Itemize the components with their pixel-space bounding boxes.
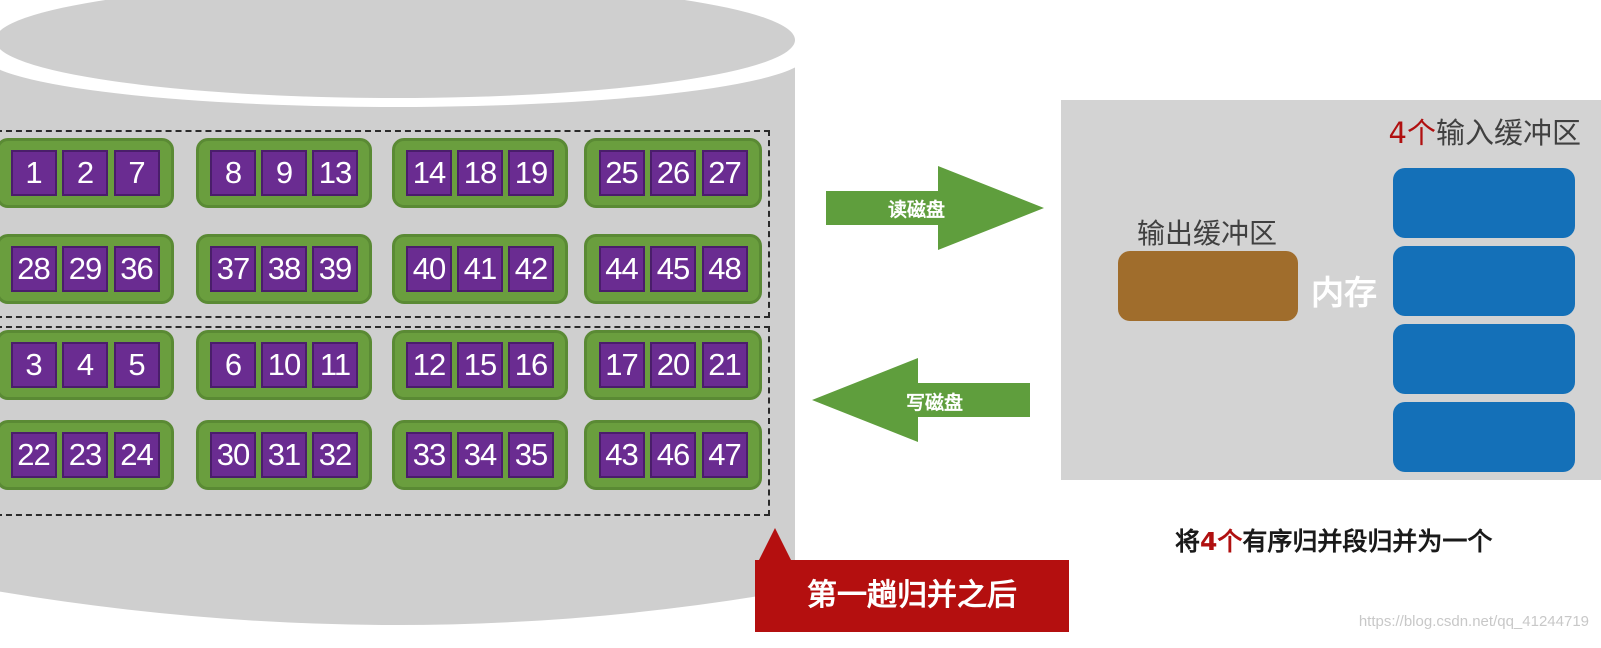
record-cell: 14	[406, 150, 452, 196]
record-cell: 7	[114, 150, 160, 196]
record-cell: 47	[702, 432, 748, 478]
record-cell: 35	[508, 432, 554, 478]
record-cell: 11	[312, 342, 358, 388]
record-cell: 4	[62, 342, 108, 388]
pass-callout: 第一趟归并之后	[755, 560, 1069, 632]
record-cell: 13	[312, 150, 358, 196]
record-cell: 46	[650, 432, 696, 478]
read-disk-label: 读磁盘	[888, 195, 945, 222]
record-cell: 19	[508, 150, 554, 196]
input-buffer-label: 输入缓冲区	[1436, 116, 1581, 150]
watermark: https://blog.csdn.net/qq_41244719	[1359, 613, 1589, 630]
merge-caption-suffix: 有序归并段归并为一个	[1242, 527, 1492, 556]
record-cell: 43	[599, 432, 645, 478]
record-cell: 38	[261, 246, 307, 292]
record-cell: 1	[11, 150, 57, 196]
record-cell: 15	[457, 342, 503, 388]
input-buffer-count: 4个	[1389, 116, 1436, 150]
record-cell: 10	[261, 342, 307, 388]
record-cell: 32	[312, 432, 358, 478]
record-cell: 9	[261, 150, 307, 196]
write-disk-label: 写磁盘	[906, 388, 963, 415]
record-cell: 33	[406, 432, 452, 478]
record-cell: 5	[114, 342, 160, 388]
record-cell: 26	[650, 150, 696, 196]
record-cell: 30	[210, 432, 256, 478]
record-cell: 20	[650, 342, 696, 388]
disk-shape	[0, 0, 820, 648]
record-cell: 40	[406, 246, 452, 292]
output-buffer	[1118, 251, 1298, 321]
record-cell: 42	[508, 246, 554, 292]
record-cell: 6	[210, 342, 256, 388]
record-cell: 23	[62, 432, 108, 478]
record-cell: 24	[114, 432, 160, 478]
record-cell: 48	[702, 246, 748, 292]
input-buffer	[1393, 402, 1575, 472]
input-buffer	[1393, 324, 1575, 394]
merge-caption: 将4个有序归并段归并为一个	[1175, 522, 1492, 558]
record-cell: 2	[62, 150, 108, 196]
record-cell: 12	[406, 342, 452, 388]
memory-label: 内存	[1311, 266, 1377, 314]
record-cell: 36	[114, 246, 160, 292]
output-buffer-label: 输出缓冲区	[1137, 212, 1277, 252]
record-cell: 31	[261, 432, 307, 478]
record-cell: 25	[599, 150, 645, 196]
input-buffer-caption: 4个输入缓冲区	[1389, 110, 1581, 152]
record-cell: 29	[62, 246, 108, 292]
merge-caption-prefix: 将	[1175, 527, 1200, 556]
record-cell: 45	[650, 246, 696, 292]
record-cell: 41	[457, 246, 503, 292]
input-buffer	[1393, 168, 1575, 238]
record-cell: 3	[11, 342, 57, 388]
memory-panel: 4个输入缓冲区 输出缓冲区 内存	[1061, 100, 1601, 480]
record-cell: 34	[457, 432, 503, 478]
merge-caption-count: 4个	[1200, 527, 1242, 556]
record-cell: 22	[11, 432, 57, 478]
record-cell: 37	[210, 246, 256, 292]
record-cell: 21	[702, 342, 748, 388]
callout-pointer	[758, 528, 792, 562]
record-cell: 27	[702, 150, 748, 196]
record-cell: 44	[599, 246, 645, 292]
record-cell: 39	[312, 246, 358, 292]
record-cell: 16	[508, 342, 554, 388]
record-cell: 28	[11, 246, 57, 292]
record-cell: 18	[457, 150, 503, 196]
record-cell: 17	[599, 342, 645, 388]
input-buffer	[1393, 246, 1575, 316]
record-cell: 8	[210, 150, 256, 196]
